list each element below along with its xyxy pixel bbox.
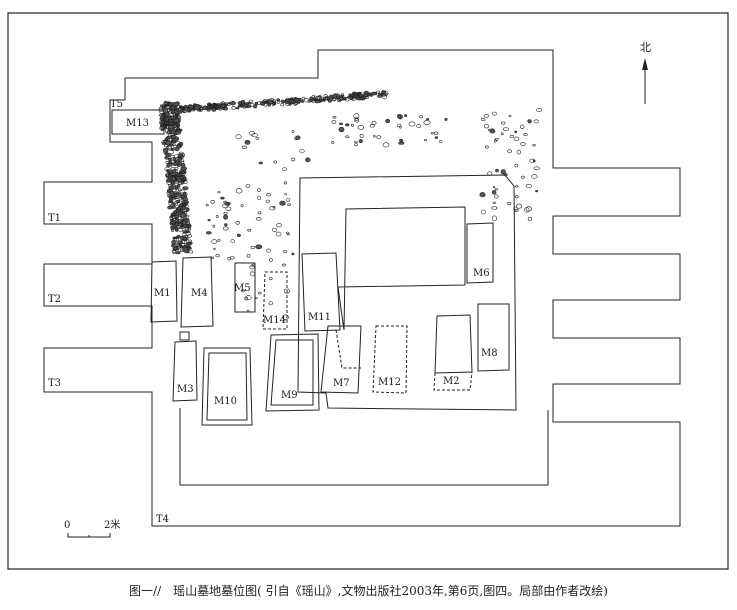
altar-outer-boundary — [297, 174, 517, 411]
tomb-pit-m2 — [434, 314, 473, 374]
figure-caption: 图一// 瑶山墓地墓位图( 引自《瑶山》,文物出版社2003年,第6页,图四。局… — [129, 584, 608, 598]
site-plan: T5 T1 T2 T3 T4 M13 M1 M4 M5 M14 M11 M6 M… — [7, 12, 729, 570]
tomb-pit-m14 — [262, 271, 288, 330]
trench-label-t2: T2 — [48, 294, 61, 305]
enclosure-line-south — [179, 408, 549, 486]
tomb-pit-m13 — [111, 109, 165, 135]
tomb-label-m13: M13 — [126, 118, 149, 129]
scattered-stones — [205, 108, 543, 320]
tomb-pit-m8 — [477, 303, 510, 372]
trench-label-t1: T1 — [48, 213, 61, 224]
plan-frame — [7, 12, 729, 570]
tomb-pit-m3 — [172, 340, 198, 402]
tomb-label-m5: M5 — [234, 283, 251, 294]
excavation-outline — [43, 49, 681, 527]
trench-label-t4: T4 — [156, 514, 169, 525]
tomb-pit-m11 — [301, 252, 341, 332]
tomb-pit-m2-dashed — [433, 371, 473, 391]
tomb-pits — [111, 109, 510, 426]
tomb-pit-m10-inner — [206, 352, 248, 421]
tomb-label-m10: M10 — [214, 396, 237, 407]
tomb-label-m7: M7 — [333, 378, 350, 389]
tomb-pit-m7 — [320, 325, 362, 394]
tomb-pit-m12 — [372, 325, 408, 394]
north-arrow-label: 北 — [640, 41, 651, 54]
tomb-label-m3: M3 — [177, 384, 194, 395]
tomb-pit-m10 — [201, 347, 253, 426]
tomb-pit-m1 — [150, 260, 178, 323]
tomb-label-m6: M6 — [473, 268, 490, 279]
tomb-label-m9: M9 — [281, 390, 298, 401]
altar-inner-boundary — [337, 206, 466, 331]
tomb-pit-m9-inner — [270, 339, 314, 406]
tomb-pit-m9 — [265, 333, 320, 412]
stone-wall — [158, 90, 389, 255]
tomb-label-m2: M2 — [443, 376, 460, 387]
tomb-label-m12: M12 — [378, 377, 401, 388]
tomb-pit-m7-dashed — [335, 329, 361, 369]
north-arrow: 北 — [640, 41, 651, 104]
tomb-label-m11: M11 — [308, 312, 331, 323]
trench-label-t5: T5 — [110, 99, 123, 110]
scale-bar-zero: 0 — [64, 520, 70, 531]
tomb-pit-m6 — [466, 222, 494, 284]
tomb-label-m8: M8 — [481, 348, 498, 359]
tomb-label-m1: M1 — [154, 288, 171, 299]
tomb-label-m14: M14 — [263, 315, 286, 326]
tomb-pit-m3-marker — [179, 331, 190, 341]
tomb-pit-m5 — [234, 262, 256, 313]
scale-bar: 0 2米 — [64, 518, 120, 538]
scale-bar-value: 2米 — [104, 518, 120, 531]
tomb-pit-m4 — [180, 256, 214, 328]
tomb-label-m4: M4 — [191, 288, 208, 299]
trench-label-t3: T3 — [48, 378, 61, 389]
